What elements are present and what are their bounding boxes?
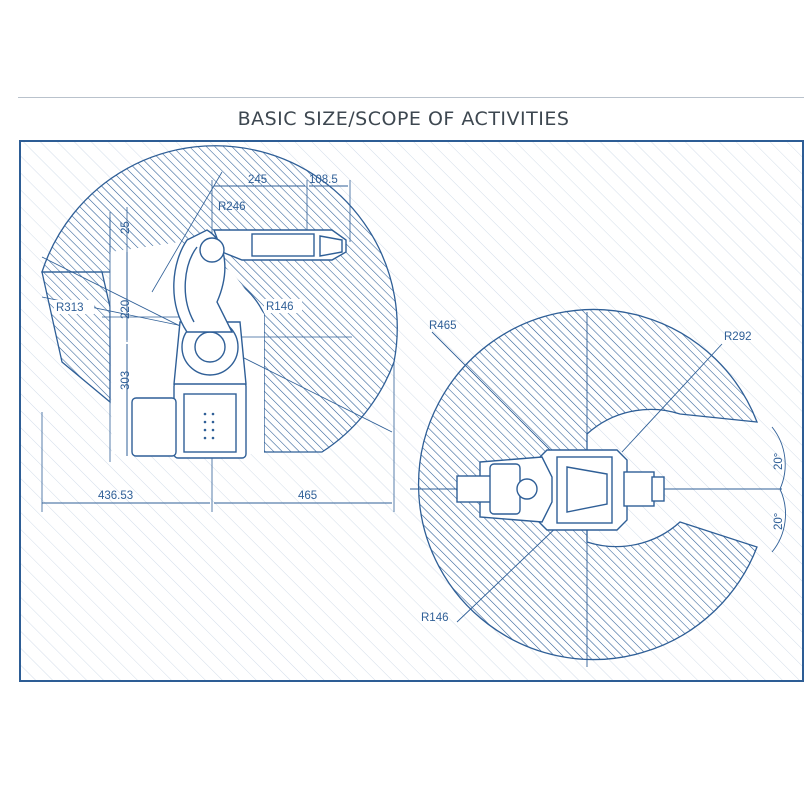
top-construction-lines [410, 312, 786, 667]
top-labels: R465 R292 20° 20° R146 [421, 320, 785, 624]
dim-245: 245 [248, 174, 267, 186]
top-view: R465 R292 20° 20° R146 [410, 308, 786, 667]
side-reach-region [41, 145, 398, 453]
dim-r465: R465 [429, 320, 457, 332]
dim-r146: R146 [266, 301, 294, 313]
top-robot [456, 449, 665, 531]
side-robot-details [203, 412, 215, 440]
dim-top-r146: R146 [421, 612, 449, 624]
dim-r246: R246 [218, 201, 246, 213]
diagram-panel: 245 108.5 R246 25 R313 220 R146 303 436.… [19, 140, 804, 682]
workspace-diagram: 245 108.5 R246 25 R313 220 R146 303 436.… [21, 142, 802, 680]
dim-25: 25 [120, 221, 132, 234]
dim-303: 303 [120, 371, 132, 390]
dim-angle-20-bottom: 20° [773, 513, 785, 530]
dim-angle-20-top: 20° [773, 453, 785, 470]
side-view: 245 108.5 R246 25 R313 220 R146 303 436.… [41, 145, 398, 512]
dim-108-5: 108.5 [309, 174, 338, 186]
dim-220: 220 [120, 300, 132, 319]
side-labels: 245 108.5 R246 25 R313 220 R146 303 436.… [54, 174, 338, 502]
dim-r292: R292 [724, 331, 752, 343]
dim-r313: R313 [56, 302, 84, 314]
side-dimension-lines [42, 185, 392, 504]
side-robot [131, 229, 347, 459]
page-title: BASIC SIZE/SCOPE OF ACTIVITIES [237, 108, 570, 130]
dim-436-53: 436.53 [98, 490, 133, 502]
dim-465: 465 [298, 490, 317, 502]
top-rule [18, 97, 804, 98]
